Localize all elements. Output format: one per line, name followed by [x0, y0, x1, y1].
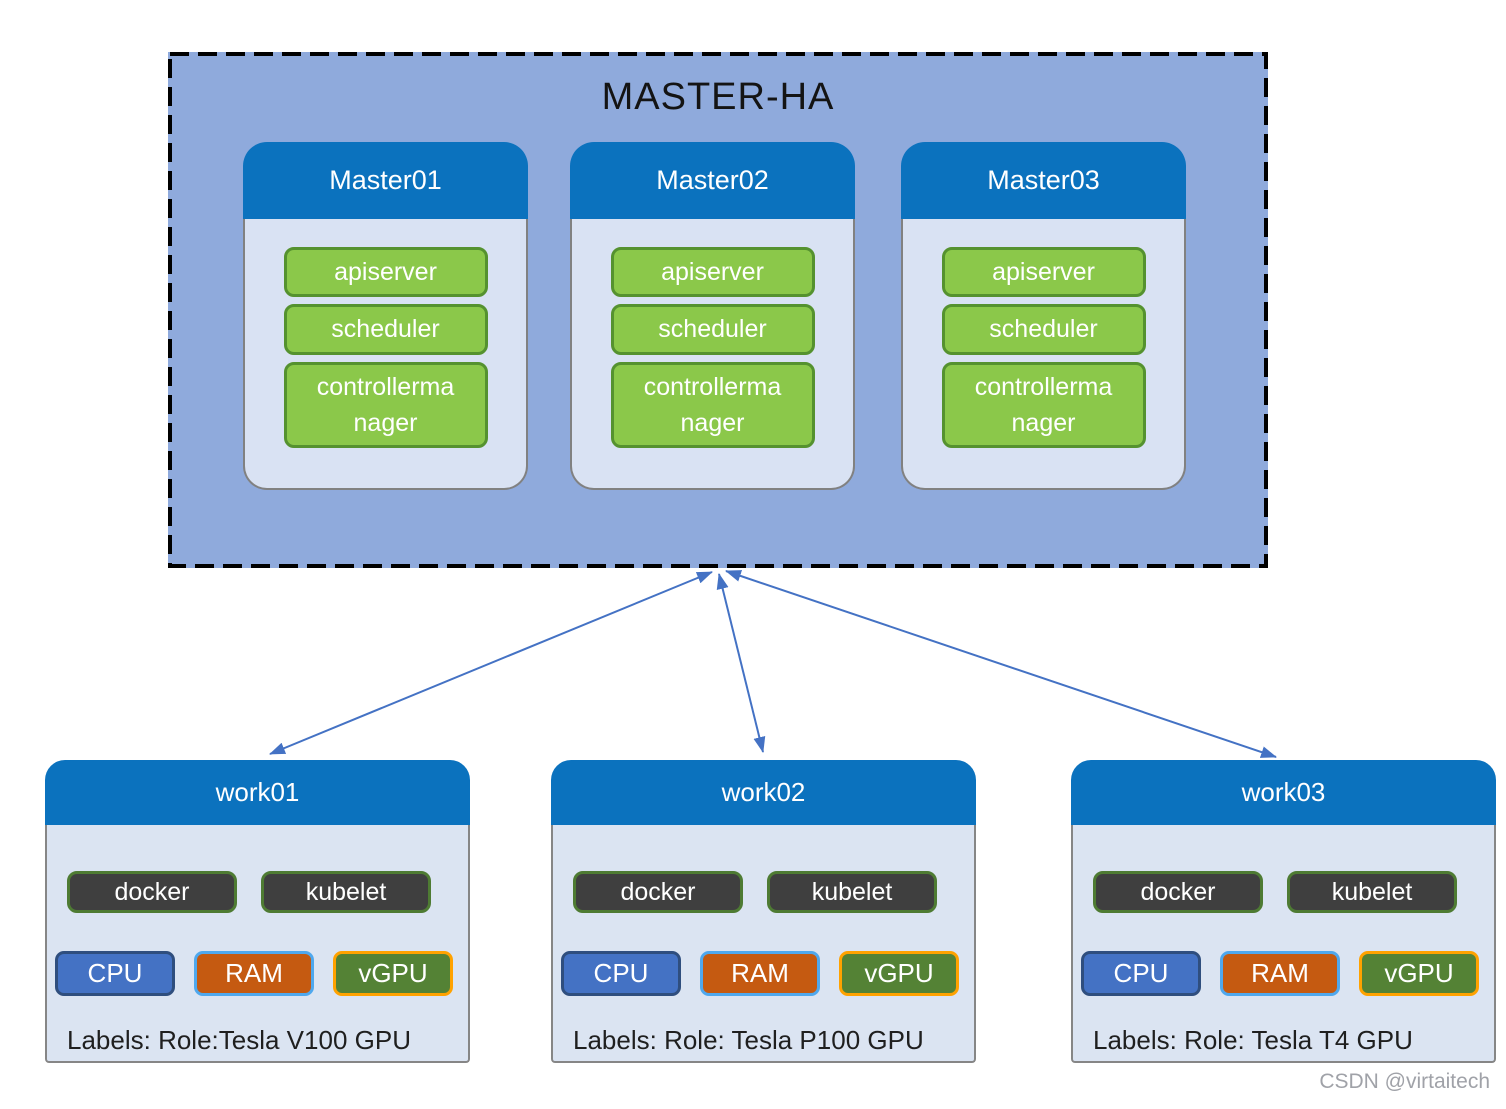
master01-card: Master01 apiserver scheduler controllerm… [243, 142, 528, 490]
resource-row: CPU RAM vGPU [561, 951, 959, 996]
work02-header: work02 [551, 760, 976, 825]
kubelet-pill: kubelet [767, 871, 937, 913]
scheduler-pill: scheduler [941, 304, 1146, 355]
controllermanager-pill: controllerma nager [941, 361, 1146, 448]
apiserver-pill: apiserver [941, 247, 1146, 298]
controllermanager-pill: controllerma nager [610, 361, 815, 448]
master-ha-title: MASTER-HA [601, 76, 835, 118]
work01-body: docker kubelet CPU RAM vGPU Labels: Role… [45, 825, 470, 1063]
arrow-master-to-work02 [716, 573, 766, 753]
ram-pill: RAM [194, 951, 314, 996]
work02-card: work02 docker kubelet CPU RAM vGPU Label… [551, 760, 976, 1063]
ram-pill: RAM [700, 951, 820, 996]
cpu-pill: CPU [561, 951, 681, 996]
work01-header: work01 [45, 760, 470, 825]
csdn-watermark: CSDN @virtaitech [1319, 1070, 1490, 1093]
master-ha-group: MASTER-HA Master01 apiserver scheduler c… [168, 52, 1268, 568]
scheduler-pill: scheduler [610, 304, 815, 355]
arrow-master-to-work01 [269, 571, 713, 755]
work01-card: work01 docker kubelet CPU RAM vGPU Label… [45, 760, 470, 1063]
arrow-master-to-work03 [725, 570, 1277, 758]
scheduler-pill: scheduler [283, 304, 488, 355]
runtime-row: docker kubelet [573, 871, 937, 913]
kubelet-pill: kubelet [261, 871, 431, 913]
apiserver-pill: apiserver [610, 247, 815, 298]
ram-pill: RAM [1220, 951, 1340, 996]
docker-pill: docker [1093, 871, 1263, 913]
resource-row: CPU RAM vGPU [55, 951, 453, 996]
resource-row: CPU RAM vGPU [1081, 951, 1479, 996]
runtime-row: docker kubelet [67, 871, 431, 913]
docker-pill: docker [67, 871, 237, 913]
work03-header: work03 [1071, 760, 1496, 825]
master01-body: apiserver scheduler controllerma nager [243, 219, 528, 490]
runtime-row: docker kubelet [1093, 871, 1457, 913]
vgpu-pill: vGPU [1359, 951, 1479, 996]
master02-card: Master02 apiserver scheduler controllerm… [570, 142, 855, 490]
master01-header: Master01 [243, 142, 528, 219]
work03-card: work03 docker kubelet CPU RAM vGPU Label… [1071, 760, 1496, 1063]
work03-body: docker kubelet CPU RAM vGPU Labels: Role… [1071, 825, 1496, 1063]
vgpu-pill: vGPU [839, 951, 959, 996]
cpu-pill: CPU [55, 951, 175, 996]
master03-header: Master03 [901, 142, 1186, 219]
work02-body: docker kubelet CPU RAM vGPU Labels: Role… [551, 825, 976, 1063]
vgpu-pill: vGPU [333, 951, 453, 996]
master02-header: Master02 [570, 142, 855, 219]
master02-body: apiserver scheduler controllerma nager [570, 219, 855, 490]
work03-labels-text: Labels: Role: Tesla T4 GPU [1093, 1025, 1413, 1055]
master03-card: Master03 apiserver scheduler controllerm… [901, 142, 1186, 490]
controllermanager-pill: controllerma nager [283, 361, 488, 448]
cpu-pill: CPU [1081, 951, 1201, 996]
kubelet-pill: kubelet [1287, 871, 1457, 913]
docker-pill: docker [573, 871, 743, 913]
master03-body: apiserver scheduler controllerma nager [901, 219, 1186, 490]
work01-labels-text: Labels: Role:Tesla V100 GPU [67, 1025, 411, 1055]
work02-labels-text: Labels: Role: Tesla P100 GPU [573, 1025, 924, 1055]
apiserver-pill: apiserver [283, 247, 488, 298]
